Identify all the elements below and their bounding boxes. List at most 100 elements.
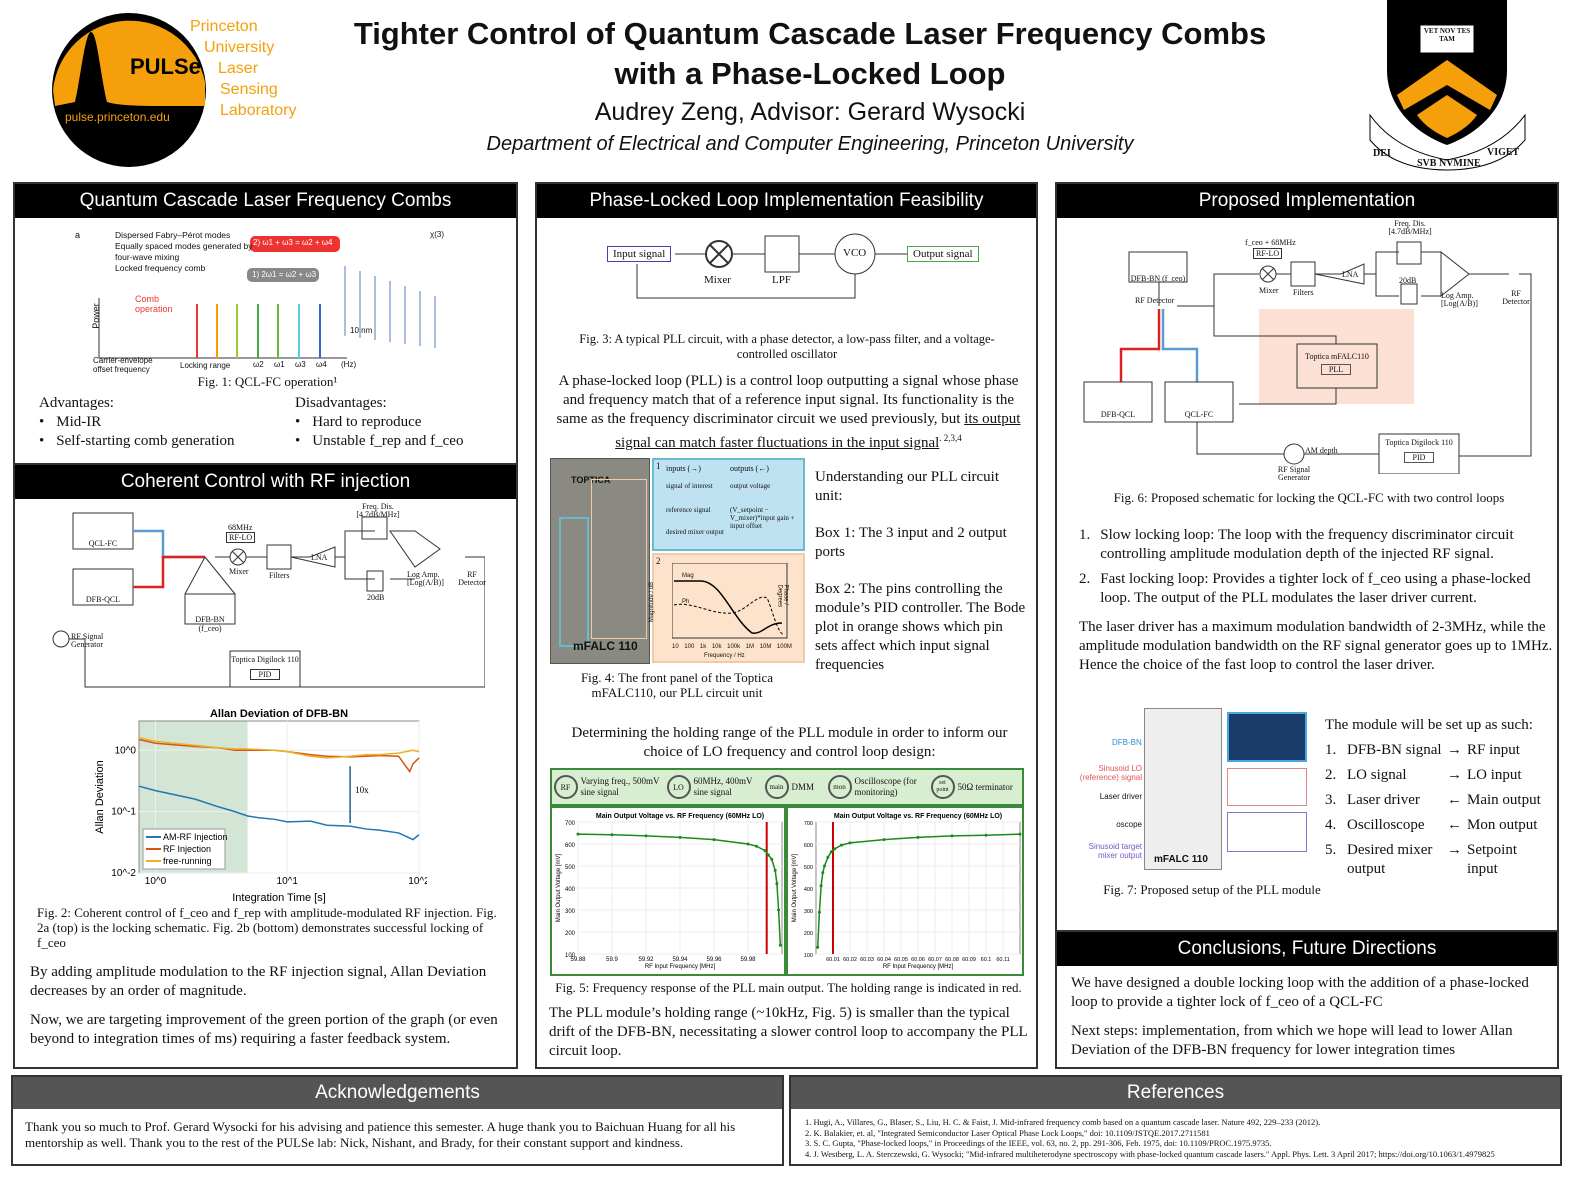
module-setup-cell: 2. — [1325, 767, 1337, 783]
label-freqdis: Freq. Dis. [4.7dB/MHz] — [356, 502, 400, 519]
section-title: Quantum Cascade Laser Frequency Combs — [15, 184, 516, 218]
bode-xtick: 10k — [711, 644, 722, 650]
module-setup-cell: LO signal — [1347, 767, 1407, 783]
reference-item: 3. S. C. Gupta, "Phase-locked loops," in… — [805, 1138, 1272, 1148]
setup-text: DMM — [791, 781, 815, 792]
coherent-paragraph-2: Now, we are targeting improvement of the… — [30, 1012, 498, 1047]
fig1-legend: Locked frequency comb — [115, 263, 206, 273]
fig3-output: Output signal — [907, 246, 979, 262]
section-title: Acknowledgements — [13, 1077, 782, 1109]
data-point — [840, 843, 843, 847]
reference-item[interactable]: 4. J. Westberg, L. A. Sterczewski, G. Wy… — [805, 1148, 1495, 1159]
x-tick-label: 59.88 — [570, 957, 586, 963]
label-rfdet: RF Detector — [458, 570, 486, 587]
label-logamp: Log Amp. [Log(A/B)] — [407, 570, 444, 587]
bode-y2label: Phase / Degrees — [776, 584, 789, 608]
legend-label: RF Injection — [163, 844, 211, 854]
y-tick-label: 100 — [565, 953, 576, 959]
legend-label: free-running — [163, 856, 212, 866]
department: Department of Electrical and Computer En… — [486, 133, 1134, 155]
y-tick-label: 400 — [565, 887, 576, 893]
chart-title: Allan Deviation of DFB-BN — [210, 708, 348, 720]
fig2a-schematic: QCL-FC DFB-QCL DFB-BN (f_ceo) 68MHz RF-L… — [45, 503, 486, 689]
data-point — [882, 838, 886, 842]
data-point — [746, 842, 750, 846]
pll-conclusion: The PLL module’s holding range (~10kHz, … — [549, 1005, 1028, 1059]
fig7-caption: Fig. 7: Proposed setup of the PLL module — [1103, 882, 1321, 897]
bode-ylabel: Magnitude / dB — [649, 581, 656, 623]
data-point — [823, 864, 826, 868]
data-point — [821, 871, 825, 875]
module-setup-cell: Mon output — [1467, 817, 1538, 833]
y-tick-label: 600 — [804, 843, 813, 849]
module-setup-cell: Setpoint input — [1467, 842, 1518, 877]
x-tick-label: 60.04 — [877, 957, 891, 963]
y-tick-label: 10^-1 — [111, 807, 136, 818]
data-point — [950, 834, 954, 838]
fig6-dfbqcl: DFB-QCL — [1100, 410, 1136, 419]
y-tick-label: 300 — [804, 909, 813, 915]
seal-motto: VIGET — [1487, 147, 1520, 158]
label-dfbqcl: DFB-QCL — [85, 595, 121, 604]
data-point — [777, 908, 781, 912]
fig1-omega: ω4 — [316, 360, 327, 369]
disadvantages-title: Disadvantages: — [295, 395, 387, 411]
coherent-panel: Coherent Control with RF injection QCL-F… — [13, 463, 518, 1069]
fig6-rflo: RF-LO — [1253, 248, 1283, 259]
bode-xtick: 1M — [745, 644, 755, 650]
data-point — [770, 857, 774, 861]
module-setup-row: 3.Laser driver←Main output — [1325, 791, 1555, 810]
fig6-rfdet: RF Detector — [1135, 296, 1175, 305]
fig6-logamp: Log Amp. [Log(A/B)] — [1441, 291, 1478, 308]
bode-mag: Mag — [682, 573, 694, 579]
box1-outputs: outputs (←) — [730, 464, 769, 473]
fig7-model: mFALC 110 — [1154, 854, 1208, 865]
x-tick-label: 60.11 — [996, 957, 1009, 963]
fig6-lo: f_ceo + 68MHz — [1245, 238, 1296, 247]
x-tick-label: 59.96 — [706, 957, 722, 963]
fig4-caption: Fig. 4: The front panel of the Toptica m… — [580, 670, 774, 700]
fig1-legend: Dispersed Fabry–Pérot modes — [115, 230, 231, 240]
fig6-amdepth: AM depth — [1305, 446, 1338, 455]
y-tick-label: 200 — [804, 931, 813, 937]
data-point — [1018, 832, 1022, 836]
x-tick-label: 60.02 — [843, 957, 857, 963]
fig5-chart-left: Main Output Voltage vs. RF Frequency (60… — [550, 806, 786, 976]
fig5-caption: Fig. 5: Frequency response of the PLL ma… — [555, 980, 1022, 995]
lab-word: Laser — [218, 60, 259, 77]
module-setup-cell: 3. — [1325, 792, 1337, 808]
mon-port-icon: mon — [827, 775, 852, 799]
fig1-diagram: a Dispersed Fabry–Pérot modes Equally sp… — [75, 226, 455, 376]
bode-xtick: 10M — [759, 644, 772, 650]
fig6-pid: PID — [1404, 452, 1434, 463]
disadvantage-item: Hard to reproduce — [295, 413, 515, 432]
pll-side-text: Understanding our PLL circuit unit: Box … — [815, 468, 1027, 675]
y-tick-label: 600 — [565, 843, 576, 849]
fig6-pll: PLL — [1321, 364, 1351, 375]
x-tick-label: 60.08 — [945, 957, 959, 963]
x-tick-label: 60.09 — [962, 957, 976, 963]
data-point — [766, 853, 770, 857]
module-setup-cell: → — [1447, 742, 1462, 758]
logo-url[interactable]: pulse.princeton.edu — [65, 110, 170, 124]
qcl-panel: Quantum Cascade Laser Frequency Combs a … — [13, 182, 518, 465]
acknowledgements-panel: Acknowledgements Thank you so much to Pr… — [11, 1075, 784, 1166]
section-title: Proposed Implementation — [1057, 184, 1557, 218]
fig4-brand: TOPTICA — [571, 475, 611, 485]
setup-text: 60MHz, 400mV sine signal — [693, 776, 753, 797]
box2-label: 2 — [656, 556, 661, 566]
data-point — [775, 882, 779, 886]
fig7-photo: DFB-BN Sinusoid LO (reference) signal La… — [1072, 708, 1312, 873]
loop-text: Fast locking loop: Provides a tighter lo… — [1100, 571, 1531, 606]
x-tick-label: 60.03 — [860, 957, 874, 963]
x-axis-label: RF Input Frequency [MHz] — [645, 964, 716, 970]
disadvantage-item: Unstable f_rep and f_ceo — [295, 432, 515, 451]
box1-inputs: inputs (→) — [666, 464, 701, 473]
bode-xtick: 1k — [699, 644, 707, 650]
label-lna: LNA — [311, 553, 328, 562]
coherent-paragraph-1: By adding amplitude modulation to the RF… — [30, 964, 487, 999]
label-pid: PID — [250, 669, 280, 680]
box1-main: output voltage — [730, 482, 771, 490]
side-text: Box 2: The pins controlling the module’s… — [815, 581, 1026, 673]
